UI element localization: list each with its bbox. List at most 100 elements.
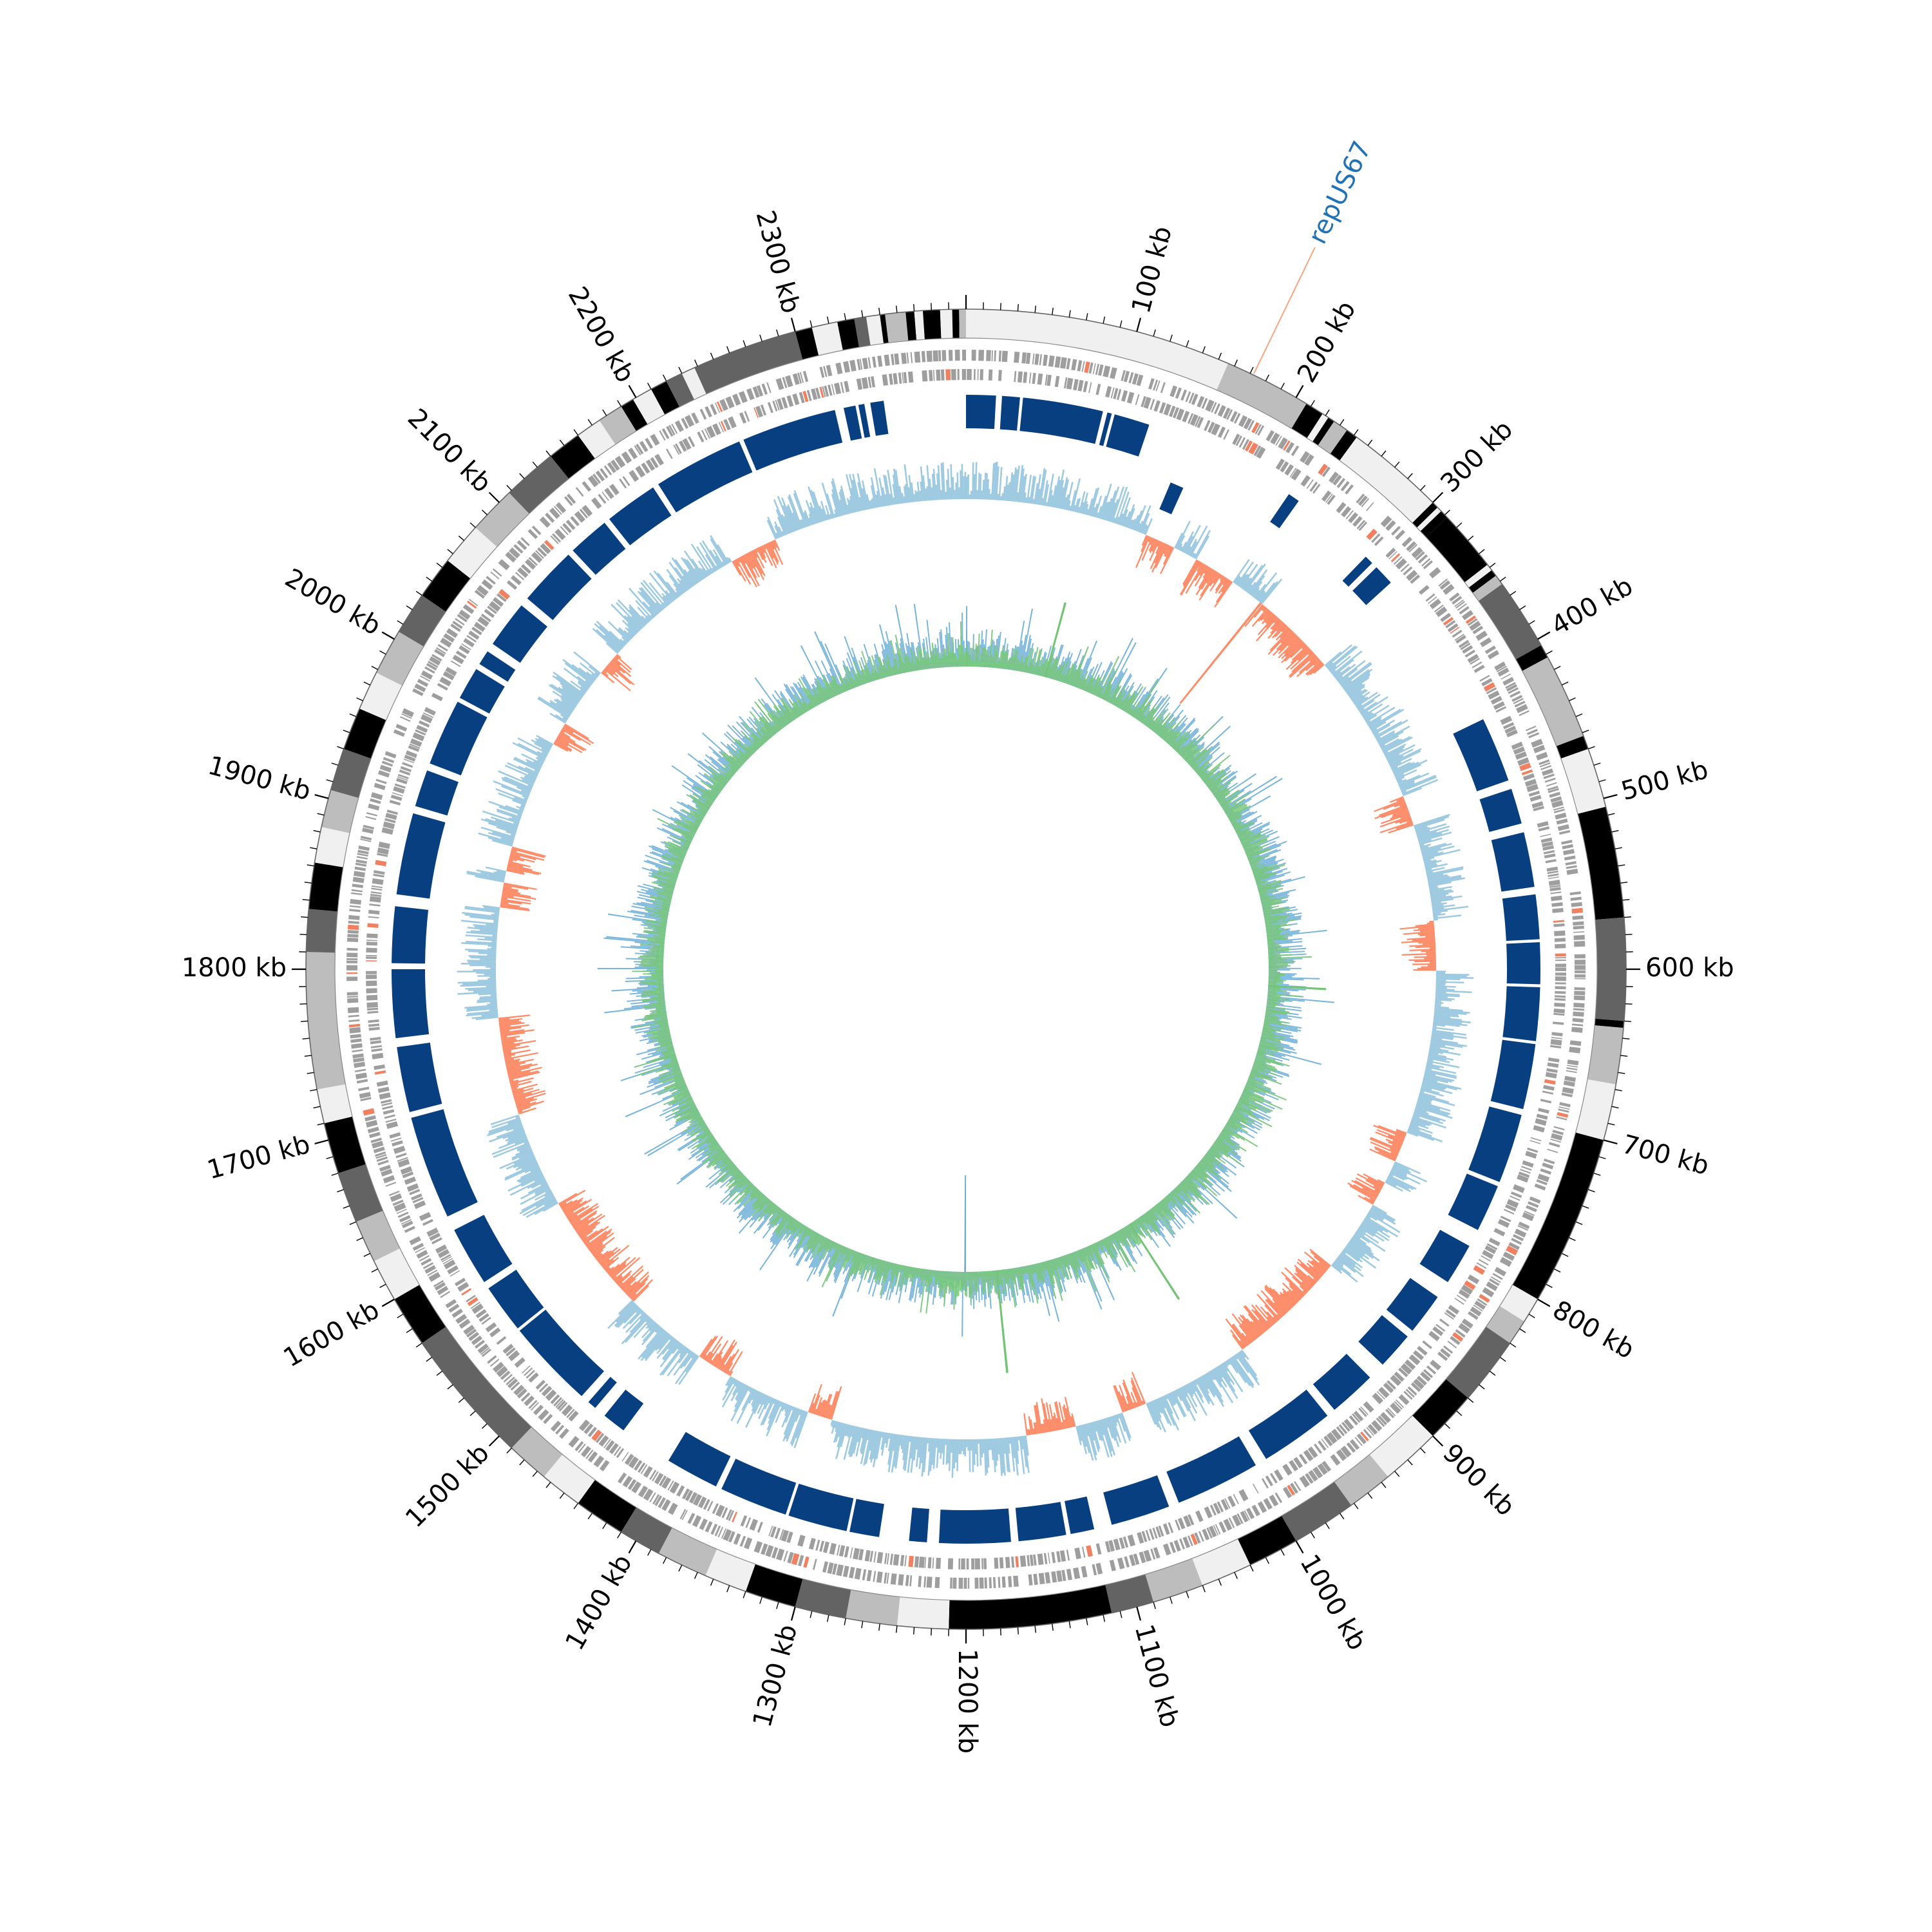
cds-reverse xyxy=(370,1040,382,1045)
cds-reverse xyxy=(873,1551,876,1563)
skew-pos-bar xyxy=(526,1199,557,1218)
cds-forward xyxy=(652,1494,660,1505)
skew-neg-bar xyxy=(603,1256,620,1271)
skew-pos-bar xyxy=(850,1426,860,1457)
cds-reverse xyxy=(498,589,511,600)
skew-pos-bar xyxy=(1023,492,1027,503)
cds-reverse xyxy=(1325,493,1333,503)
minor-tick xyxy=(1381,450,1387,457)
cds-reverse xyxy=(603,1439,611,1448)
skew-pos-bar xyxy=(629,604,648,625)
skew-pos-bar xyxy=(1391,766,1398,771)
content-outer-bar xyxy=(632,903,670,911)
cds-forward xyxy=(352,1049,363,1053)
cds-forward xyxy=(1524,1210,1535,1217)
skew-pos-bar xyxy=(1388,1175,1417,1190)
tick-label-1200kb: 1200 kb xyxy=(952,1649,982,1754)
cds-forward xyxy=(687,1513,696,1524)
cds-reverse xyxy=(535,1379,546,1390)
skew-neg-bar xyxy=(1149,540,1160,561)
skew-pos-bar xyxy=(556,702,573,714)
cds-forward xyxy=(1516,704,1528,714)
skew-pos-bar xyxy=(1396,776,1405,782)
skew-pos-bar xyxy=(805,500,815,525)
cds-reverse xyxy=(368,916,379,919)
cds-forward xyxy=(1528,732,1540,739)
cds-reverse xyxy=(652,1471,659,1482)
cds-reverse xyxy=(1550,891,1562,895)
cds-forward xyxy=(1287,1484,1296,1496)
ideogram-band-53 xyxy=(324,1116,366,1173)
skew-pos-bar xyxy=(1340,1253,1356,1265)
skew-pos-bar xyxy=(1098,1419,1104,1435)
skew-neg-bar xyxy=(1365,1179,1383,1189)
skew-neg-bar xyxy=(1135,1401,1139,1407)
skew-pos-bar xyxy=(630,616,643,629)
skew-pos-bar xyxy=(1357,1228,1379,1244)
skew-pos-bar xyxy=(974,462,978,500)
skew-pos-bar xyxy=(940,463,944,500)
skew-neg-bar xyxy=(559,1189,586,1206)
skew-pos-bar xyxy=(1195,1379,1210,1405)
skew-neg-bar xyxy=(1251,607,1268,627)
cds-reverse xyxy=(1555,957,1566,959)
cds-reverse xyxy=(1217,1501,1224,1513)
cds-reverse xyxy=(1548,1057,1560,1063)
cds-forward xyxy=(803,1556,810,1568)
cds-forward xyxy=(1557,824,1569,831)
skew-pos-bar xyxy=(496,808,522,819)
cds-reverse xyxy=(422,1218,433,1226)
skew-pos-bar xyxy=(784,1405,791,1416)
cds-forward xyxy=(1557,1112,1569,1118)
cds-forward xyxy=(905,1575,909,1586)
cds-forward xyxy=(671,423,678,434)
cds-reverse xyxy=(856,378,863,390)
skew-pos-bar xyxy=(517,737,549,755)
skew-pos-bar xyxy=(521,1193,554,1212)
ideogram-band-68 xyxy=(509,456,569,514)
ideogram-band-58 xyxy=(314,827,350,867)
cds-reverse xyxy=(511,575,522,585)
skew-neg-bar xyxy=(1253,605,1265,618)
ideogram-band-64 xyxy=(399,595,446,647)
cds-forward xyxy=(1240,1511,1249,1522)
minor-tick xyxy=(1339,419,1345,426)
skew-pos-bar xyxy=(1428,1054,1454,1061)
cds-reverse xyxy=(1113,1539,1121,1551)
cds-reverse xyxy=(697,431,705,443)
skew-pos-bar xyxy=(892,475,898,504)
skew-pos-bar xyxy=(701,540,721,569)
skew-neg-bar xyxy=(1141,535,1149,552)
ideogram-band-79 xyxy=(811,321,843,356)
skew-pos-bar xyxy=(883,475,890,506)
cds-reverse xyxy=(587,1426,597,1437)
skew-pos-bar xyxy=(1198,1376,1210,1394)
skew-neg-bar xyxy=(509,853,520,858)
cds-forward xyxy=(639,440,649,452)
cds-reverse xyxy=(749,1519,758,1531)
skew-pos-bar xyxy=(1416,829,1430,836)
cds-reverse xyxy=(461,643,471,650)
cds-forward xyxy=(1566,1067,1578,1071)
minor-tick xyxy=(1119,1611,1122,1618)
skew-pos-bar xyxy=(734,1385,749,1412)
cds-forward xyxy=(1563,1080,1575,1087)
skew-pos-bar xyxy=(513,822,519,826)
content-outer-bar xyxy=(772,1216,793,1244)
skew-neg-bar xyxy=(517,1106,531,1112)
cds-reverse xyxy=(914,1556,920,1568)
cds-forward xyxy=(782,377,788,388)
skew-pos-bar xyxy=(551,683,579,704)
skew-pos-bar xyxy=(1370,708,1405,730)
skew-neg-bar xyxy=(1222,578,1228,585)
minor-tick xyxy=(1103,1615,1106,1622)
skew-neg-bar xyxy=(1260,609,1271,621)
skew-pos-bar xyxy=(1429,1048,1461,1056)
cds-reverse xyxy=(903,372,907,384)
skew-pos-bar xyxy=(1432,1025,1437,1028)
skew-pos-bar xyxy=(826,493,835,518)
cds-forward xyxy=(421,1258,432,1266)
skew-neg-bar xyxy=(1291,646,1309,664)
cds-forward xyxy=(942,350,947,361)
skew-neg-bar xyxy=(585,1230,607,1247)
